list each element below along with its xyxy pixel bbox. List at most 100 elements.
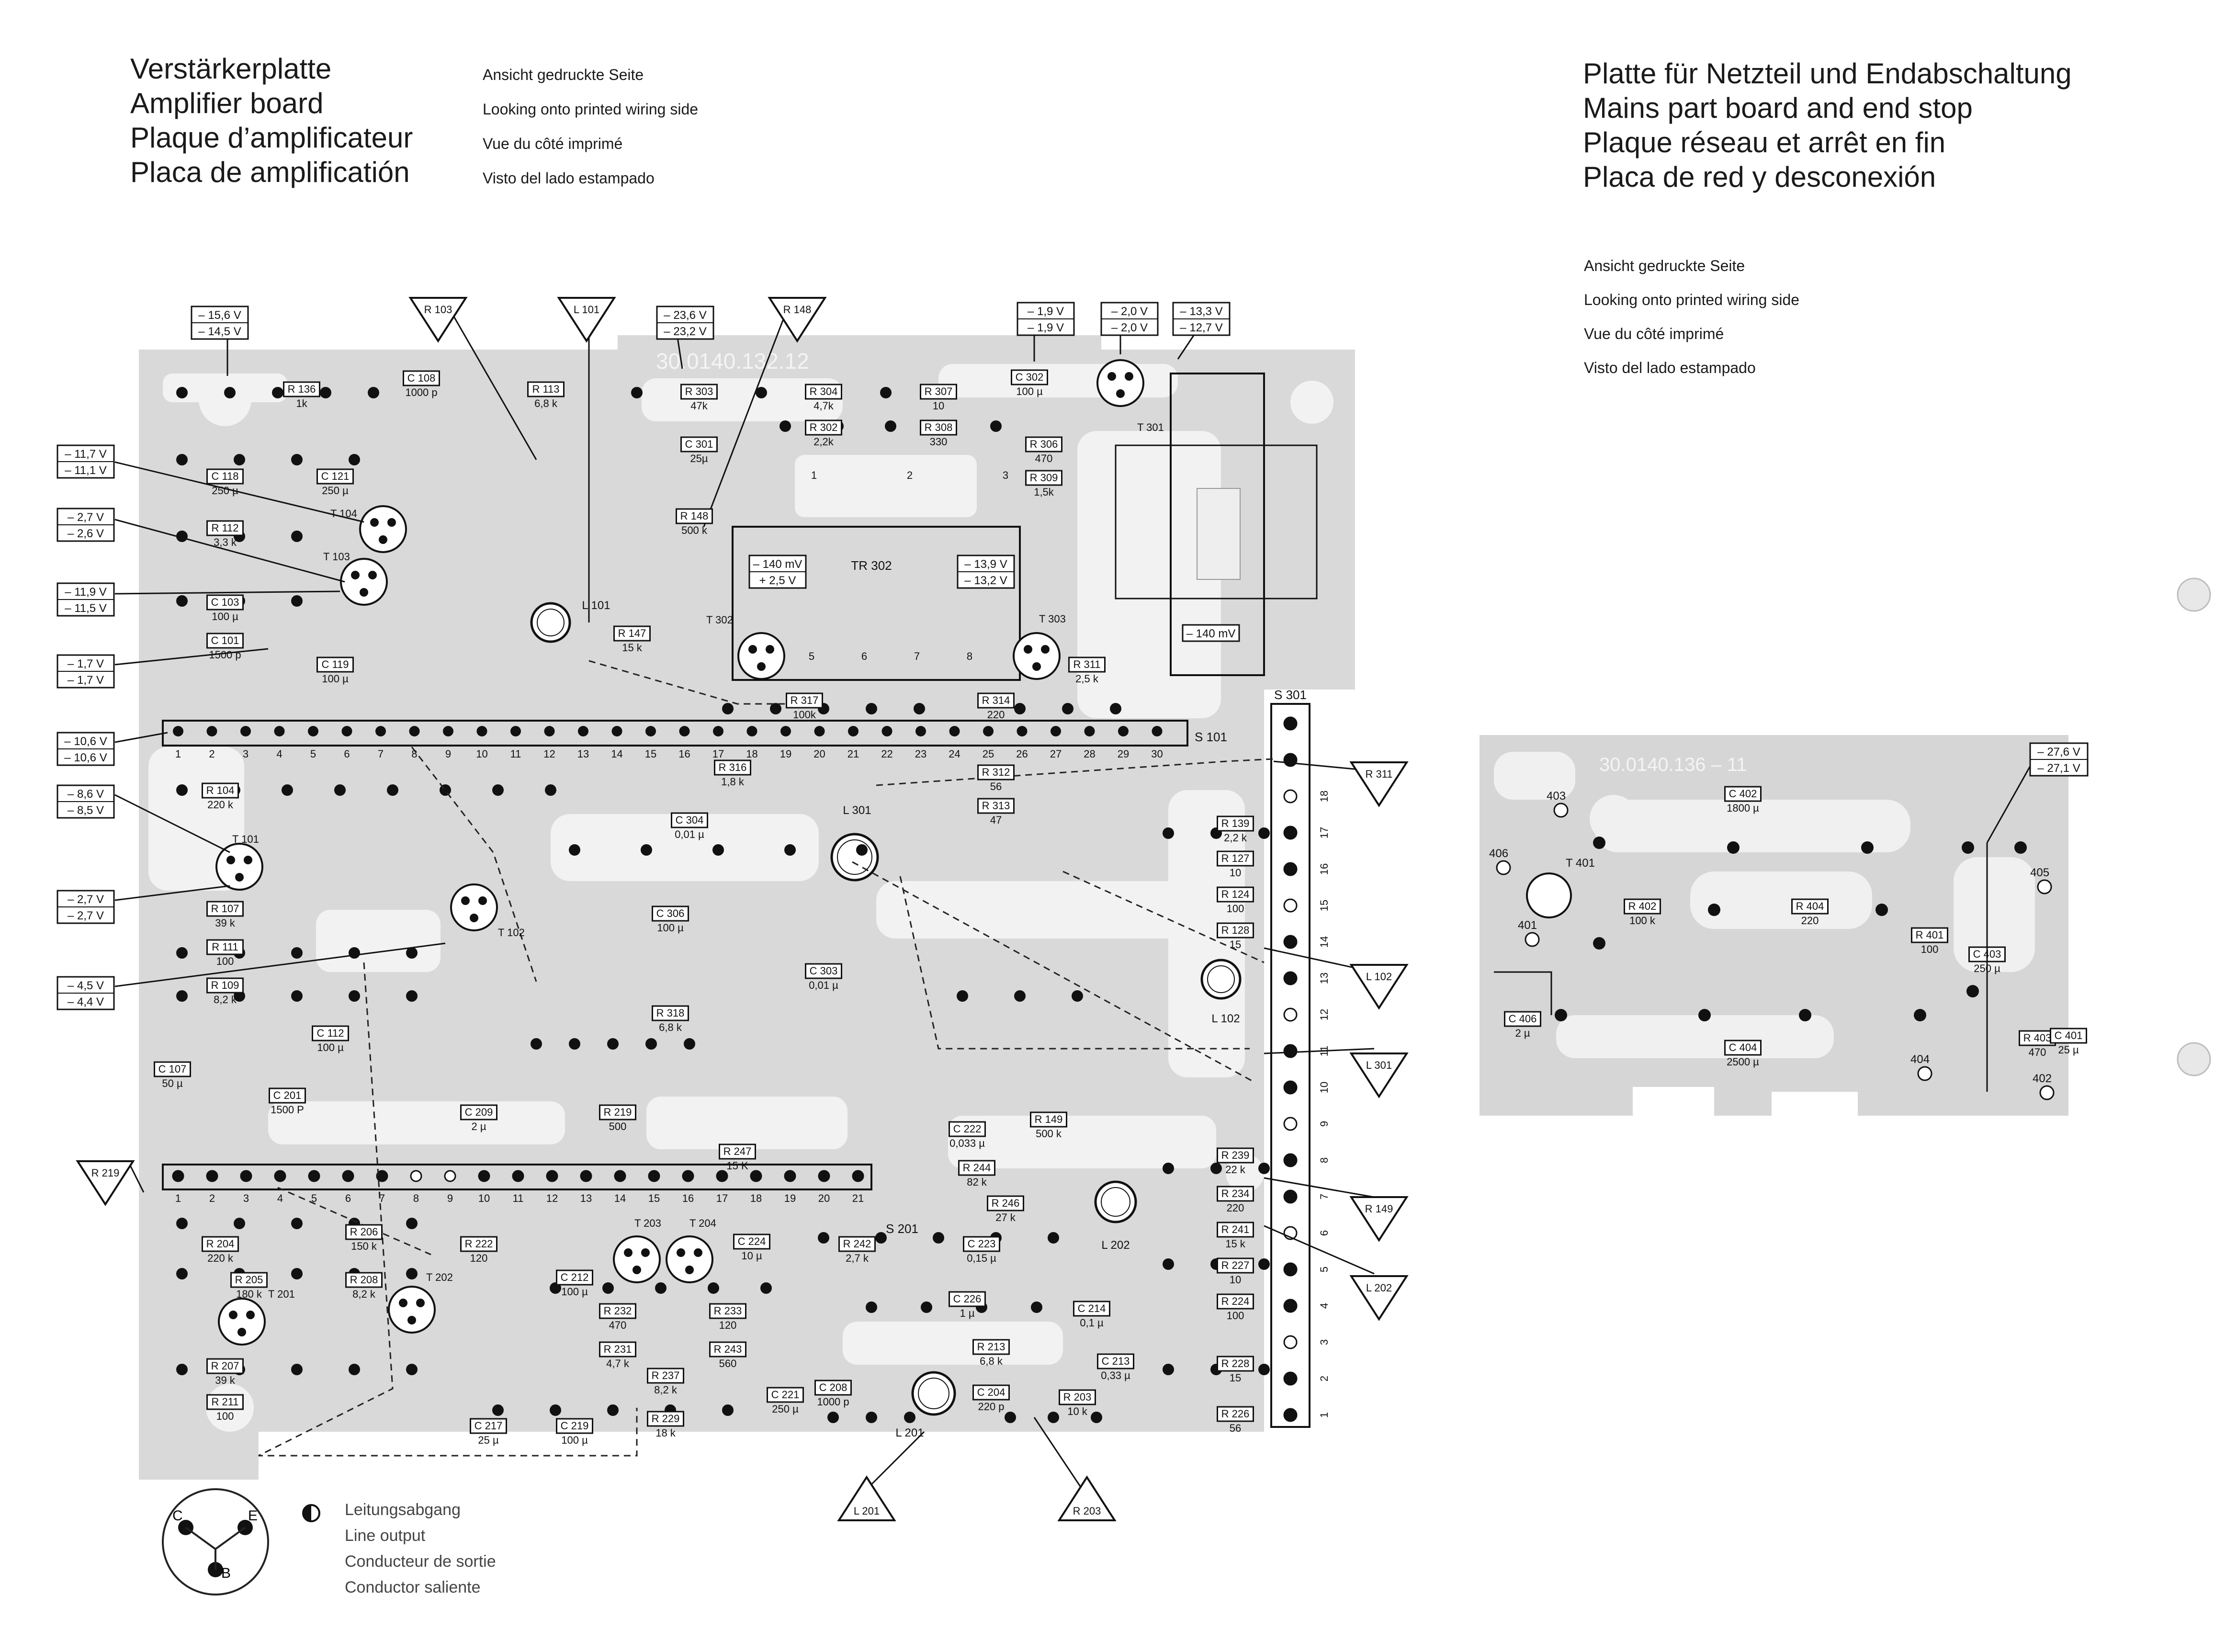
transistor-pin — [461, 896, 470, 905]
component-ref: R 149 — [1035, 1113, 1063, 1125]
component-ref: R 243 — [714, 1343, 742, 1355]
component-ref: R 112 — [211, 522, 238, 534]
legend-label-b: B — [221, 1565, 231, 1581]
component-ref: R 227 — [1221, 1259, 1250, 1271]
component-body — [709, 1303, 746, 1319]
strip-s201-pin — [682, 1170, 694, 1182]
voltage-value: – 10,6 V — [64, 735, 107, 748]
triangle-outline — [1349, 964, 1409, 1010]
solder-pad — [818, 1232, 829, 1244]
strip-s201-pin — [444, 1170, 456, 1182]
component-value: 10 µ — [741, 1250, 762, 1262]
component-ref: C 213 — [1102, 1355, 1130, 1367]
solder-pad — [1163, 827, 1174, 839]
component-ref: R 226 — [1221, 1408, 1250, 1420]
voltage-box: – 140 mV — [1182, 624, 1240, 642]
triangle-label: L 202 — [1366, 1282, 1392, 1294]
strip-s301-pin — [1283, 1408, 1298, 1422]
leader-line — [114, 885, 230, 901]
component-value: 56 — [990, 781, 1002, 792]
mains-point-ring — [2037, 879, 2052, 894]
solder-pad — [176, 454, 188, 465]
leader-line — [114, 461, 364, 523]
component-ref: R 229 — [652, 1413, 680, 1425]
component-body — [345, 1272, 383, 1288]
mains-component-value: 1800 µ — [1727, 802, 1759, 814]
component-value: 100 µ — [322, 673, 349, 685]
strip-s101-pin — [206, 726, 217, 736]
mains-subtitle-block: Ansicht gedruckte Seite Looking onto pri… — [1584, 249, 1799, 385]
component-ref: C 219 — [561, 1420, 589, 1432]
mains-component-value: 470 — [2029, 1046, 2046, 1058]
strip-s101-pin-number: 1 — [175, 748, 181, 760]
solder-pad — [1163, 1163, 1174, 1174]
transistor-pin — [624, 1248, 633, 1257]
jumper-wire — [899, 876, 1250, 1050]
component-body — [1073, 1301, 1110, 1317]
component-body — [838, 1236, 876, 1252]
mains-component-body — [1791, 898, 1829, 915]
voltage-box: – 11,7 V– 11,1 V — [56, 444, 115, 479]
component-ref: C 224 — [738, 1235, 766, 1247]
component-value: 4,7 k — [606, 1358, 630, 1369]
strip-s101-pin — [1152, 726, 1163, 736]
voltage-box: – 13,3 V– 12,7 V — [1172, 302, 1231, 336]
component-value: 0,01 µ — [675, 828, 704, 840]
component-ref: C 112 — [316, 1027, 344, 1039]
component-body — [206, 1358, 244, 1374]
strip-s201-pin-number: 9 — [447, 1192, 453, 1204]
tr302-pin-number: 2 — [907, 469, 913, 481]
solder-pad — [282, 784, 293, 796]
solder-pad — [406, 1218, 418, 1229]
mains-solder-pad — [1875, 904, 1888, 916]
component-value: 1500 p — [209, 649, 241, 661]
leader-line — [114, 519, 345, 583]
strip-s101-pin-number: 2 — [209, 748, 215, 760]
mains-component-value: 220 — [1801, 915, 1819, 927]
component-body — [1059, 1389, 1096, 1405]
mains-point-ring — [1525, 932, 1540, 947]
component-value: 180 k — [236, 1288, 262, 1300]
inductor-ring — [830, 833, 879, 882]
voltage-box: – 4,5 V– 4,4 V — [56, 976, 115, 1010]
component-value: 15 K — [726, 1160, 748, 1172]
mains-component-ref: R 402 — [1628, 900, 1657, 912]
component-body — [680, 384, 718, 400]
component-ref: C 301 — [685, 438, 713, 450]
component-body — [312, 1025, 349, 1041]
solder-pad — [933, 1232, 944, 1244]
voltage-value: – 13,2 V — [964, 574, 1007, 587]
strip-s101-pin-number: 23 — [915, 748, 926, 760]
strip-s101-pin — [645, 726, 656, 736]
mains-component-ref: R 401 — [1916, 929, 1944, 941]
component-body — [460, 1104, 497, 1120]
strip-s101-pin-number: 8 — [411, 748, 417, 760]
transistor-outline — [359, 505, 407, 553]
voltage-value: – 13,9 V — [964, 558, 1007, 571]
strip-s101-pin-number: 6 — [344, 748, 350, 760]
solder-pad — [368, 387, 379, 398]
strip-s101-pin — [578, 726, 588, 736]
solder-pad — [875, 1232, 887, 1244]
transistor-outline — [340, 558, 388, 606]
component-ref: C 217 — [475, 1420, 503, 1432]
solder-pad — [224, 387, 236, 398]
component-value: 220 — [1227, 1202, 1244, 1214]
tr302-pin-number: 6 — [861, 650, 867, 662]
component-body — [719, 1143, 756, 1160]
legend-half-dot-fill — [303, 1505, 311, 1521]
transistor-pin — [246, 1311, 255, 1319]
strip-s301-pin-number: 15 — [1318, 900, 1330, 911]
component-body — [987, 1195, 1024, 1211]
strip-s201-pin-number: 21 — [852, 1192, 864, 1204]
inductor-ring-inner — [918, 1378, 949, 1409]
component-body — [1217, 1356, 1254, 1372]
